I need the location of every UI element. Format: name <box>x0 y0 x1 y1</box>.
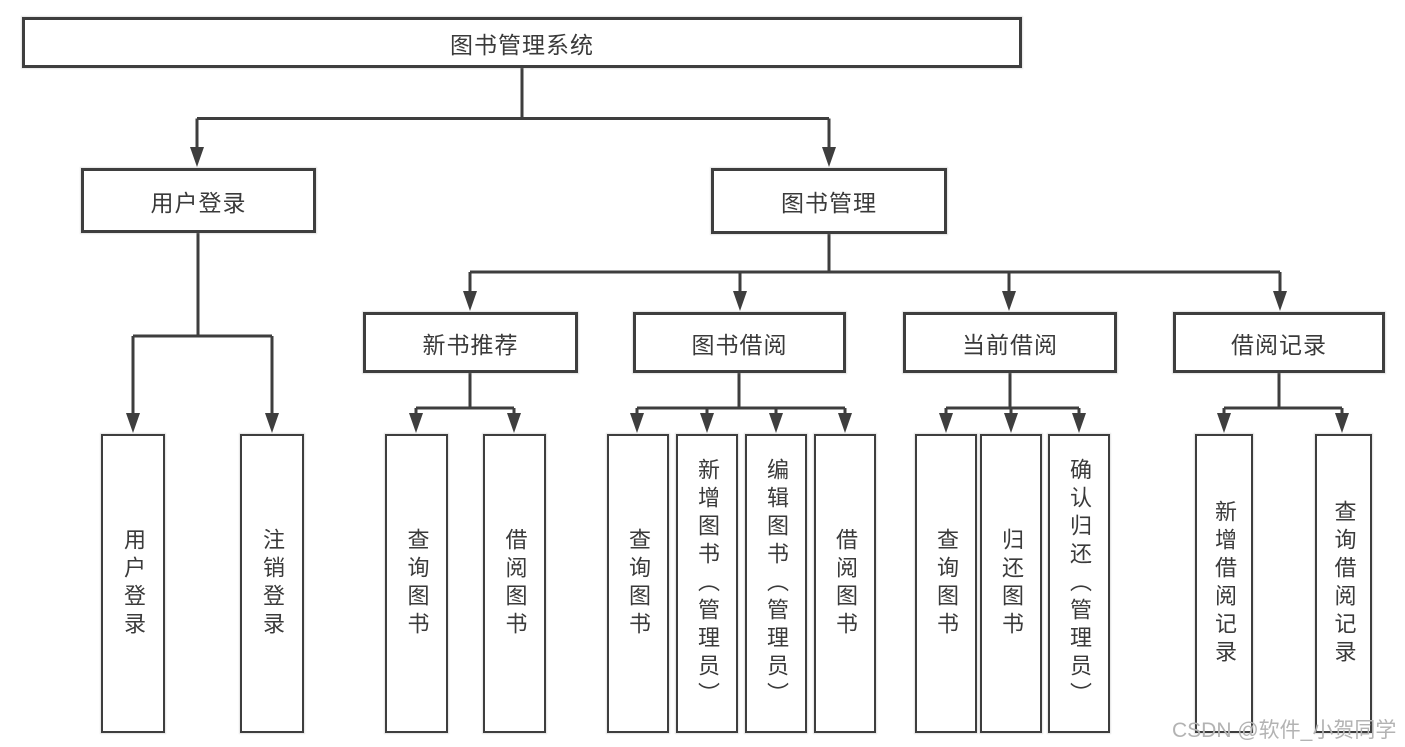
leaf-query-borrow-record: 查询借阅记录 <box>1315 434 1372 733</box>
leaf-query-books-borrowing: 查询图书 <box>607 434 669 733</box>
node-user-login: 用户登录 <box>81 168 316 233</box>
leaf-add-book-admin: 新增图书（管理员） <box>676 434 738 733</box>
leaf-query-books-recommend: 查询图书 <box>385 434 448 733</box>
leaf-confirm-return-admin: 确认归还（管理员） <box>1048 434 1110 733</box>
leaf-logout: 注销登录 <box>240 434 304 733</box>
leaf-borrow-books-recommend: 借阅图书 <box>483 434 546 733</box>
leaf-return-book: 归还图书 <box>980 434 1042 733</box>
node-new-book-recommend: 新书推荐 <box>363 312 578 373</box>
node-book-borrowing: 图书借阅 <box>633 312 846 373</box>
leaf-add-borrow-record: 新增借阅记录 <box>1195 434 1253 733</box>
leaf-query-books-current: 查询图书 <box>915 434 977 733</box>
node-current-borrowing: 当前借阅 <box>903 312 1117 373</box>
leaf-edit-book-admin: 编辑图书（管理员） <box>745 434 807 733</box>
node-book-management: 图书管理 <box>711 168 947 234</box>
node-root-system: 图书管理系统 <box>22 17 1022 68</box>
leaf-borrow-books: 借阅图书 <box>814 434 876 733</box>
node-borrowing-records: 借阅记录 <box>1173 312 1385 373</box>
csdn-watermark: CSDN @软件_小贺同学 <box>1172 719 1397 742</box>
leaf-user-login: 用户登录 <box>101 434 165 733</box>
